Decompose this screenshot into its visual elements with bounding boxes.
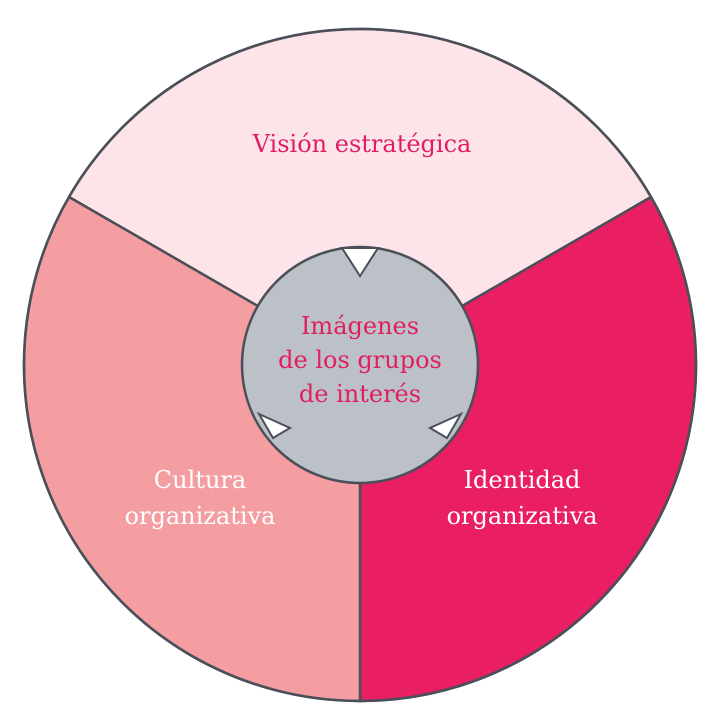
outer-circle-outline	[22, 27, 698, 703]
arrow-right-icon	[427, 411, 464, 440]
label-organizativa-right: organizativa	[447, 502, 598, 530]
label-de-los-grupos: de los grupos	[278, 346, 442, 374]
label-imagenes: Imágenes	[301, 312, 419, 340]
label-cultura: Cultura	[154, 466, 246, 494]
label-de-interes: de interés	[299, 380, 421, 408]
label-organizativa-left: organizativa	[125, 502, 276, 530]
label-identidad: Identidad	[464, 466, 581, 494]
arrow-left-icon	[256, 411, 293, 440]
label-vision-estrategica: Visión estratégica	[252, 130, 472, 158]
arrow-top-icon	[340, 247, 380, 278]
